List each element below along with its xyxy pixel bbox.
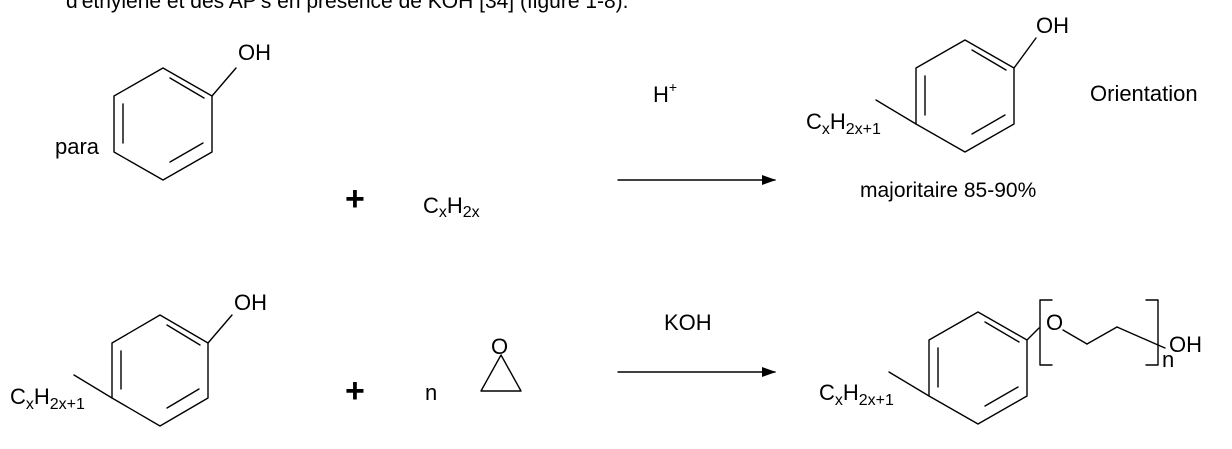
ether-bond [1062, 329, 1088, 345]
yield-label: majoritaire 85-90% [860, 179, 1036, 202]
reaction-2: OH CxH2x+1 + n O KOH O [10, 290, 1202, 427]
alkylphenol-reactant-ring [73, 314, 233, 427]
ethylene-bond-1 [1086, 326, 1118, 345]
plus-sign-2: + [345, 372, 365, 410]
phenol-ring [113, 67, 237, 181]
ethylene-bond-2 [1116, 326, 1159, 346]
product-oh-label: OH [1036, 13, 1069, 38]
base-catalyst-label: KOH [664, 310, 712, 335]
ethoxylate-ring [888, 311, 1040, 425]
acid-catalyst-label: H+ [653, 79, 677, 107]
repeat-bracket-right [1145, 299, 1159, 366]
product-oxygen-label: O [1046, 310, 1063, 335]
product-alkyl-formula-2: CxH2x+1 [819, 380, 894, 409]
product-alkyl-formula-1: CxH2x+1 [806, 109, 881, 138]
epoxide-ring [480, 354, 522, 392]
repeat-bracket-left [1039, 299, 1053, 366]
terminal-bond [1157, 344, 1166, 349]
caption-fragment: d'éthylène et des AP's en présence de KO… [66, 0, 629, 13]
phenol-oh-label: OH [238, 40, 271, 65]
plus-sign-1: + [345, 180, 365, 218]
reactant-alkyl-formula: CxH2x+1 [10, 384, 85, 413]
reaction-1: OH para + CxH2x H+ OH Orientation CxH2x+… [55, 13, 1198, 221]
alkene-formula: CxH2x [423, 193, 480, 221]
alkylphenol-ring [875, 37, 1037, 153]
product-terminal-oh-label: OH [1169, 332, 1202, 357]
repeat-count-n: n [1162, 347, 1174, 372]
para-label: para [55, 134, 100, 159]
orientation-label: Orientation [1090, 81, 1198, 106]
epoxide-oxygen-label: O [491, 334, 508, 359]
reactant-oh-label: OH [234, 290, 267, 315]
coefficient-n: n [425, 380, 437, 405]
